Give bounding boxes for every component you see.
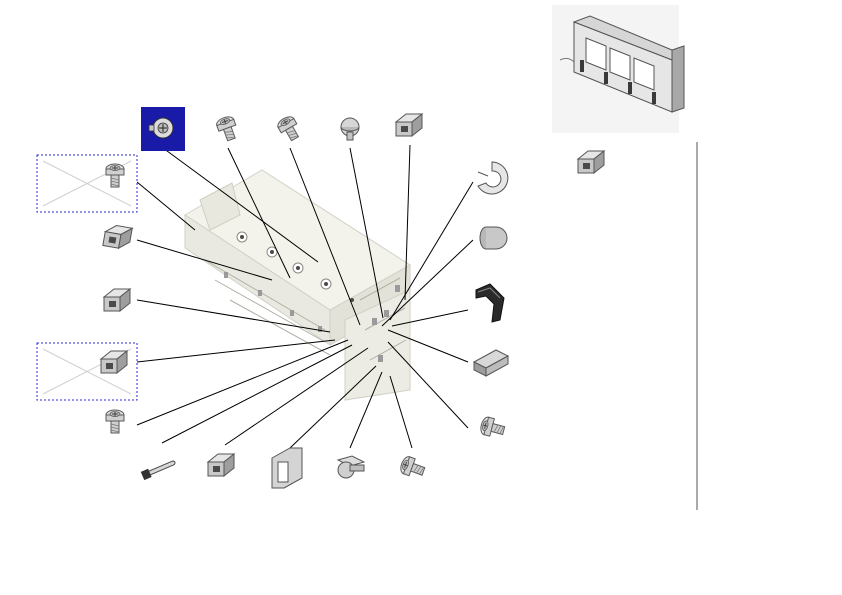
- e-ring-icon: [477, 161, 509, 195]
- knob-top-4-part[interactable]: [334, 110, 366, 146]
- cap-right-part[interactable]: [474, 222, 508, 256]
- bracket-bottom-3-part[interactable]: [268, 444, 308, 489]
- screw-top-3-part[interactable]: [272, 110, 308, 146]
- assembly-thumbnail[interactable]: [552, 5, 685, 133]
- screw-right-part[interactable]: [470, 410, 514, 446]
- clip-left-2-part[interactable]: [98, 285, 138, 321]
- clip-top-5-part[interactable]: [392, 108, 432, 144]
- clip-left-1-part[interactable]: [98, 220, 138, 256]
- bracket-icon: [271, 447, 303, 489]
- assembly-thumbnail-icon: [559, 15, 685, 113]
- side-clip-part[interactable]: [572, 145, 614, 181]
- e-ring-right-part[interactable]: [470, 158, 514, 198]
- switch-right-part[interactable]: [468, 345, 512, 379]
- screw-bottom-5-part[interactable]: [398, 448, 434, 484]
- spring-icon: [475, 283, 505, 323]
- screw-top-2-part[interactable]: [212, 110, 244, 146]
- cable-icon: [140, 460, 176, 481]
- knob-bottom-4-part[interactable]: [332, 448, 370, 484]
- missing-image-icon: [36, 154, 138, 213]
- cable-bottom-1-part[interactable]: [138, 452, 184, 482]
- cap-icon: [479, 226, 508, 250]
- switch-icon: [472, 349, 510, 377]
- screw-left-part[interactable]: [98, 405, 134, 441]
- knob-icon: [336, 455, 366, 479]
- clip-bottom-2-part[interactable]: [202, 448, 246, 484]
- missing-image-2-part[interactable]: [36, 342, 138, 401]
- screw-selected-part[interactable]: [141, 107, 185, 151]
- leader-lines: [136, 144, 474, 449]
- spring-right-part[interactable]: [470, 282, 510, 326]
- missing-image-1-part[interactable]: [36, 154, 138, 213]
